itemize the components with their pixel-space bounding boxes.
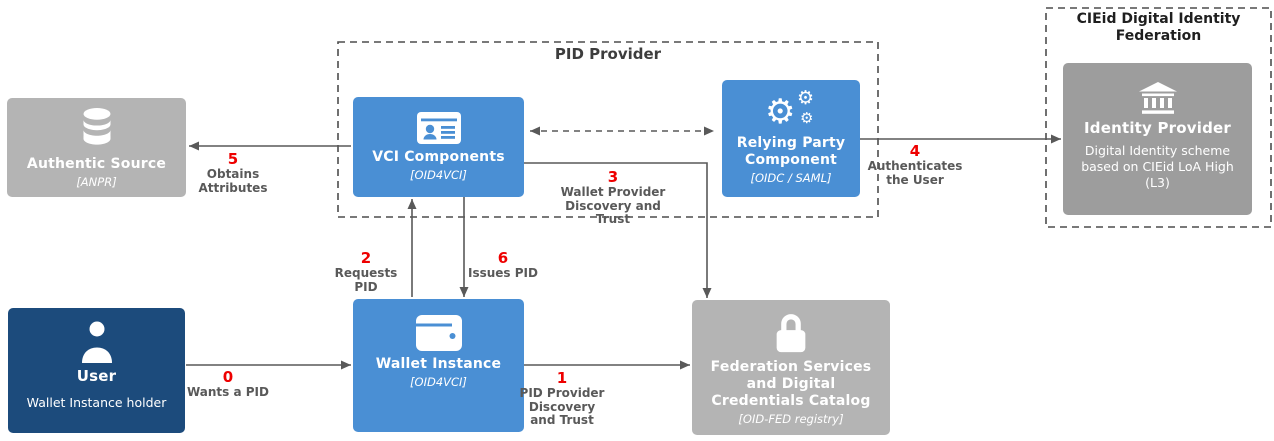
node-wallet-instance: Wallet Instance [OID4VCI] [353, 299, 524, 432]
edge-text-line2: Discovery and Trust [565, 198, 661, 226]
edge-text-line1: Obtains [206, 167, 260, 181]
node-body: Digital Identity scheme based on CIEid L… [1081, 143, 1234, 191]
edge-text-line1: PID Provider [519, 386, 605, 400]
edge-number: 0 [222, 368, 234, 386]
edge-text-line2: the User [886, 172, 944, 187]
edge-label-6: 6 Issues PID [467, 250, 539, 281]
node-vci-components: VCI Components [OID4VCI] [353, 97, 524, 197]
edge-text-line1: Wallet Provider [560, 185, 666, 199]
node-title-line2: Component [744, 151, 838, 168]
edge-label-0: 0 Wants a PID [172, 369, 284, 400]
edge-text-line3: and Trust [530, 413, 594, 427]
node-title-line2: and Digital [746, 375, 836, 392]
edge-text: Requests PID [334, 266, 398, 294]
node-body-line1: Digital Identity scheme [1084, 142, 1231, 158]
edge-text-line1: Authenticates [867, 159, 963, 173]
edge-number: 5 [227, 150, 239, 168]
node-title: VCI Components [372, 149, 505, 165]
bank-icon [1138, 81, 1177, 115]
node-user: User Wallet Instance holder [8, 308, 185, 433]
node-subtitle: [OID4VCI] [410, 374, 467, 389]
pid-provider-group-title: PID Provider [554, 45, 662, 63]
edge-number: 2 [360, 249, 372, 267]
node-subtitle: [OID-FED registry] [738, 411, 844, 426]
id-card-icon [416, 112, 461, 144]
edge-text: Wants a PID [186, 385, 269, 399]
database-icon [79, 107, 115, 151]
node-subtitle: [OID4VCI] [410, 168, 467, 182]
edge-label-4: 4 Authenticates the User [855, 143, 975, 187]
edge-label-3: 3 Wallet Provider Discovery and Trust [546, 169, 680, 227]
wallet-icon [415, 314, 462, 351]
edge-number: 6 [497, 249, 509, 267]
edge-text: Issues PID [468, 266, 538, 280]
node-title-line3: Credentials Catalog [711, 392, 871, 409]
lock-icon [769, 310, 813, 354]
edge-text-line2: Discovery [528, 399, 596, 414]
node-body-line2: based on CIEid LoA High [1081, 158, 1234, 174]
node-title: User [76, 367, 117, 385]
node-subtitle: Wallet Instance holder [26, 395, 167, 410]
node-authentic-source: Authentic Source [ANPR] [7, 98, 186, 197]
node-federation-services-catalog: Federation Services and Digital Credenti… [692, 300, 890, 435]
node-title-line1: Federation Services [710, 358, 872, 375]
node-title: Authentic Source [26, 155, 167, 172]
node-body-line3: (L3) [1145, 174, 1170, 190]
cieid-title-line2: Federation [1115, 28, 1202, 44]
cieid-title-line1: CIEid Digital Identity [1076, 11, 1241, 27]
edge-number: 4 [909, 142, 921, 160]
node-subtitle: [OIDC / SAML] [750, 170, 832, 185]
edge-label-2: 2 Requests PID [322, 250, 410, 294]
node-title-line1: Relying Party [736, 134, 846, 151]
edge-number: 3 [607, 168, 619, 186]
edge-3-wallet-provider-discovery [524, 162, 712, 298]
cieid-federation-group-title: CIEid Digital Identity Federation [1046, 11, 1271, 45]
node-title: Identity Provider [1084, 118, 1231, 137]
node-title: Wallet Instance [375, 355, 502, 372]
node-subtitle: [ANPR] [76, 174, 117, 189]
edge-number: 1 [556, 369, 568, 387]
pid-provider-dashed-border [337, 41, 879, 218]
cieid-federation-dashed-border [1045, 7, 1272, 228]
edge-label-5: 5 Obtains Attributes [177, 151, 289, 195]
person-icon [80, 321, 114, 363]
edge-text-line2: Attributes [198, 180, 268, 195]
node-relying-party-component: ⚙ ⚙ ⚙ Relying Party Component [OIDC / SA… [722, 80, 860, 197]
node-identity-provider: Identity Provider Digital Identity schem… [1063, 63, 1252, 215]
gears-icon: ⚙ ⚙ ⚙ [765, 86, 815, 132]
edge-label-1: 1 PID Provider Discovery and Trust [506, 370, 618, 428]
